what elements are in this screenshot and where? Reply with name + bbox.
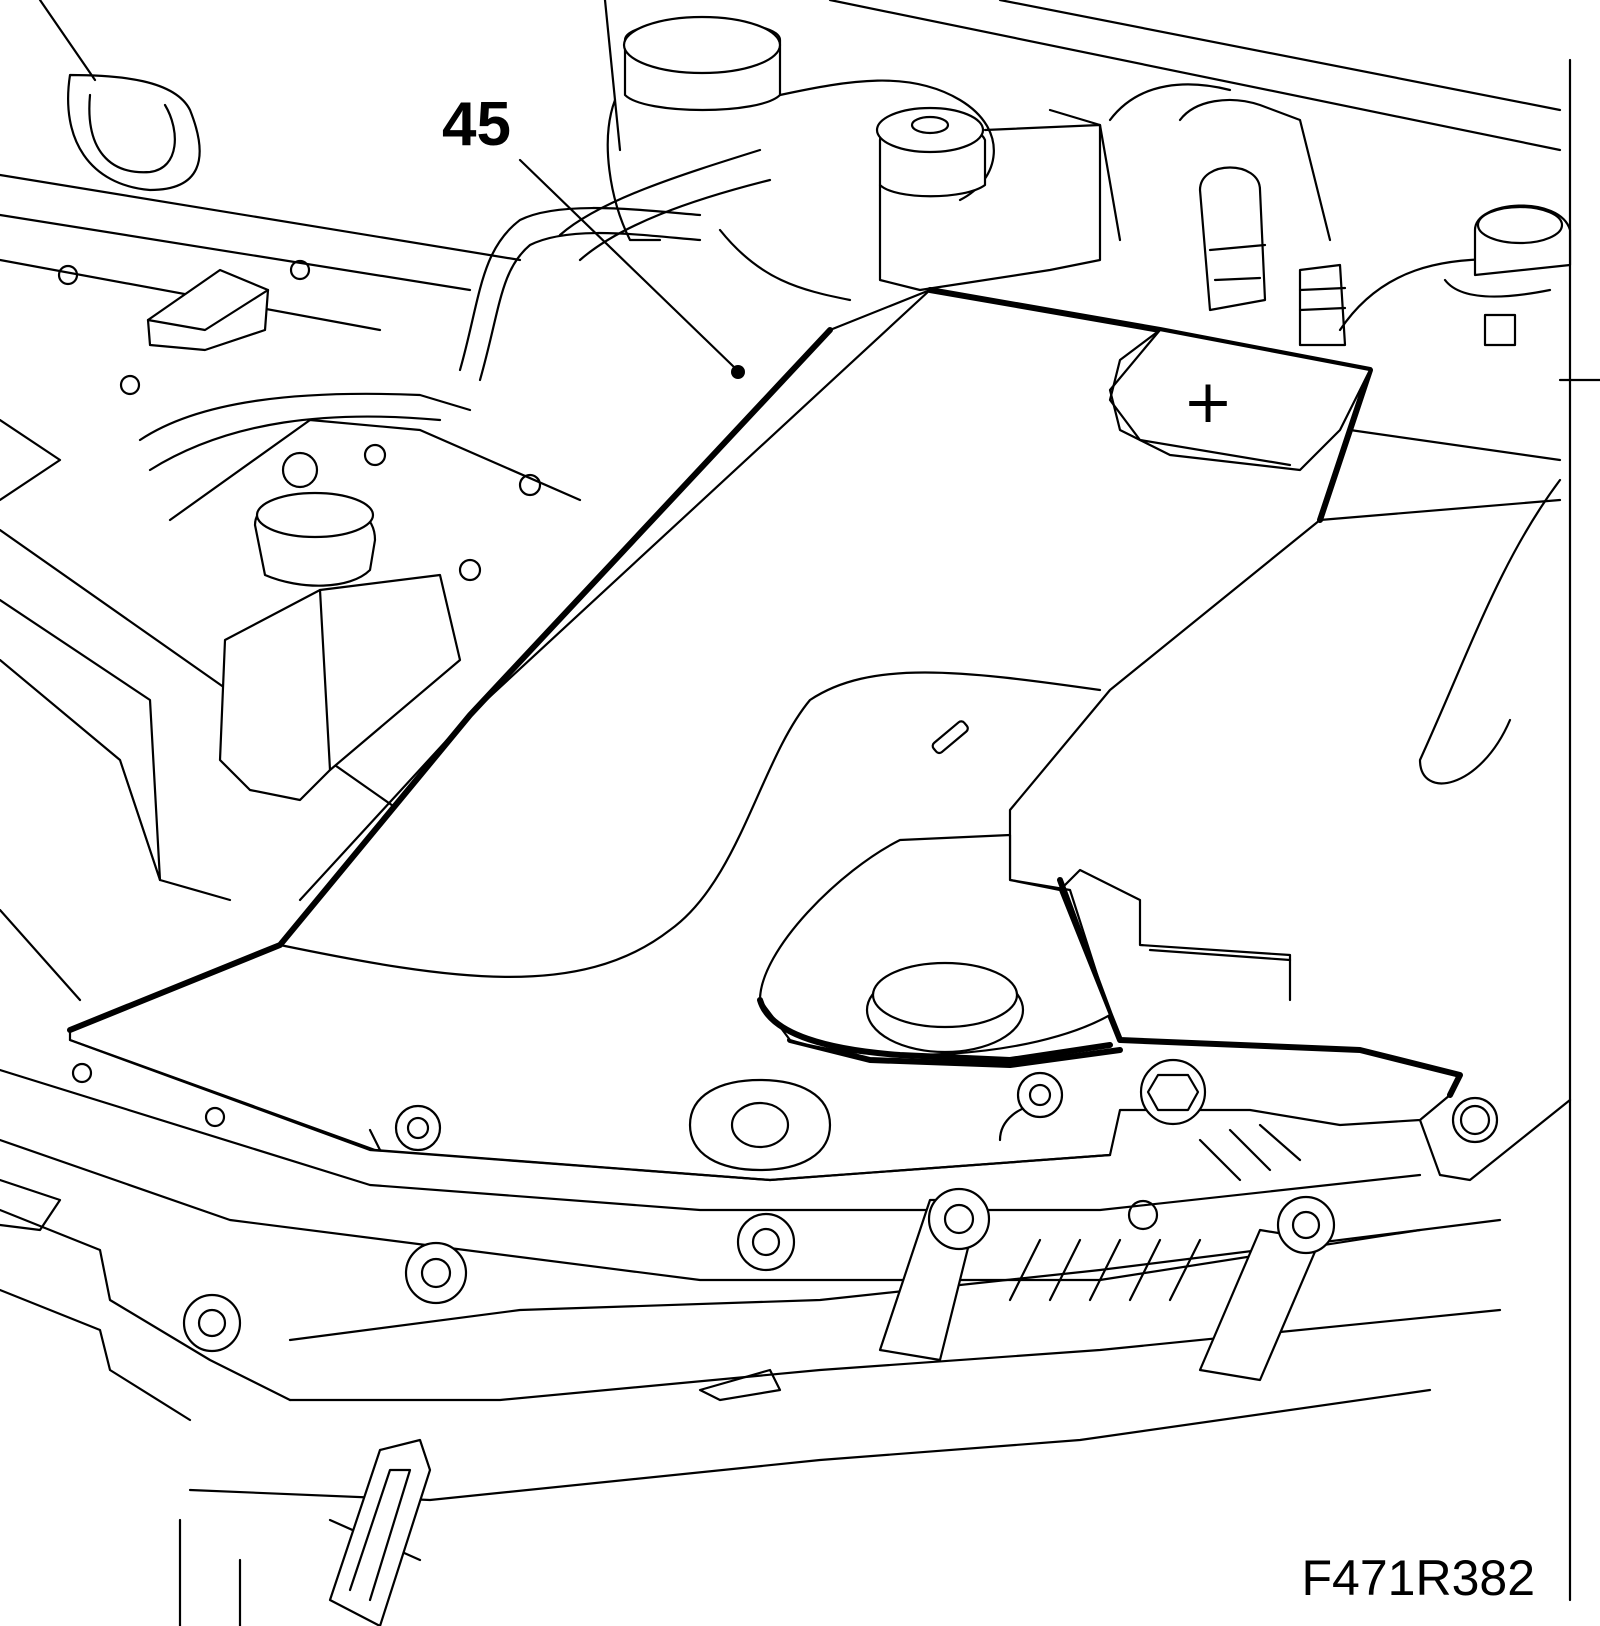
- figure-code: F471R382: [1302, 1550, 1536, 1606]
- front-crossmember: [0, 1068, 1572, 1626]
- engine-left-components: [0, 73, 852, 1002]
- negative-terminal-sign-group: [931, 720, 969, 755]
- bolts: [71, 1058, 1499, 1353]
- callout-dot: [731, 365, 745, 379]
- left-reservoir: [218, 443, 542, 802]
- strut-tower: [1338, 204, 1572, 347]
- battery-cover: [67, 287, 1562, 1182]
- top-reservoirs: [606, 15, 1347, 347]
- positive-terminal-sign: +: [1183, 367, 1233, 437]
- background-lines: [38, 0, 1600, 1602]
- callout-45: 45: [442, 90, 745, 379]
- callout-number: 45: [442, 90, 511, 159]
